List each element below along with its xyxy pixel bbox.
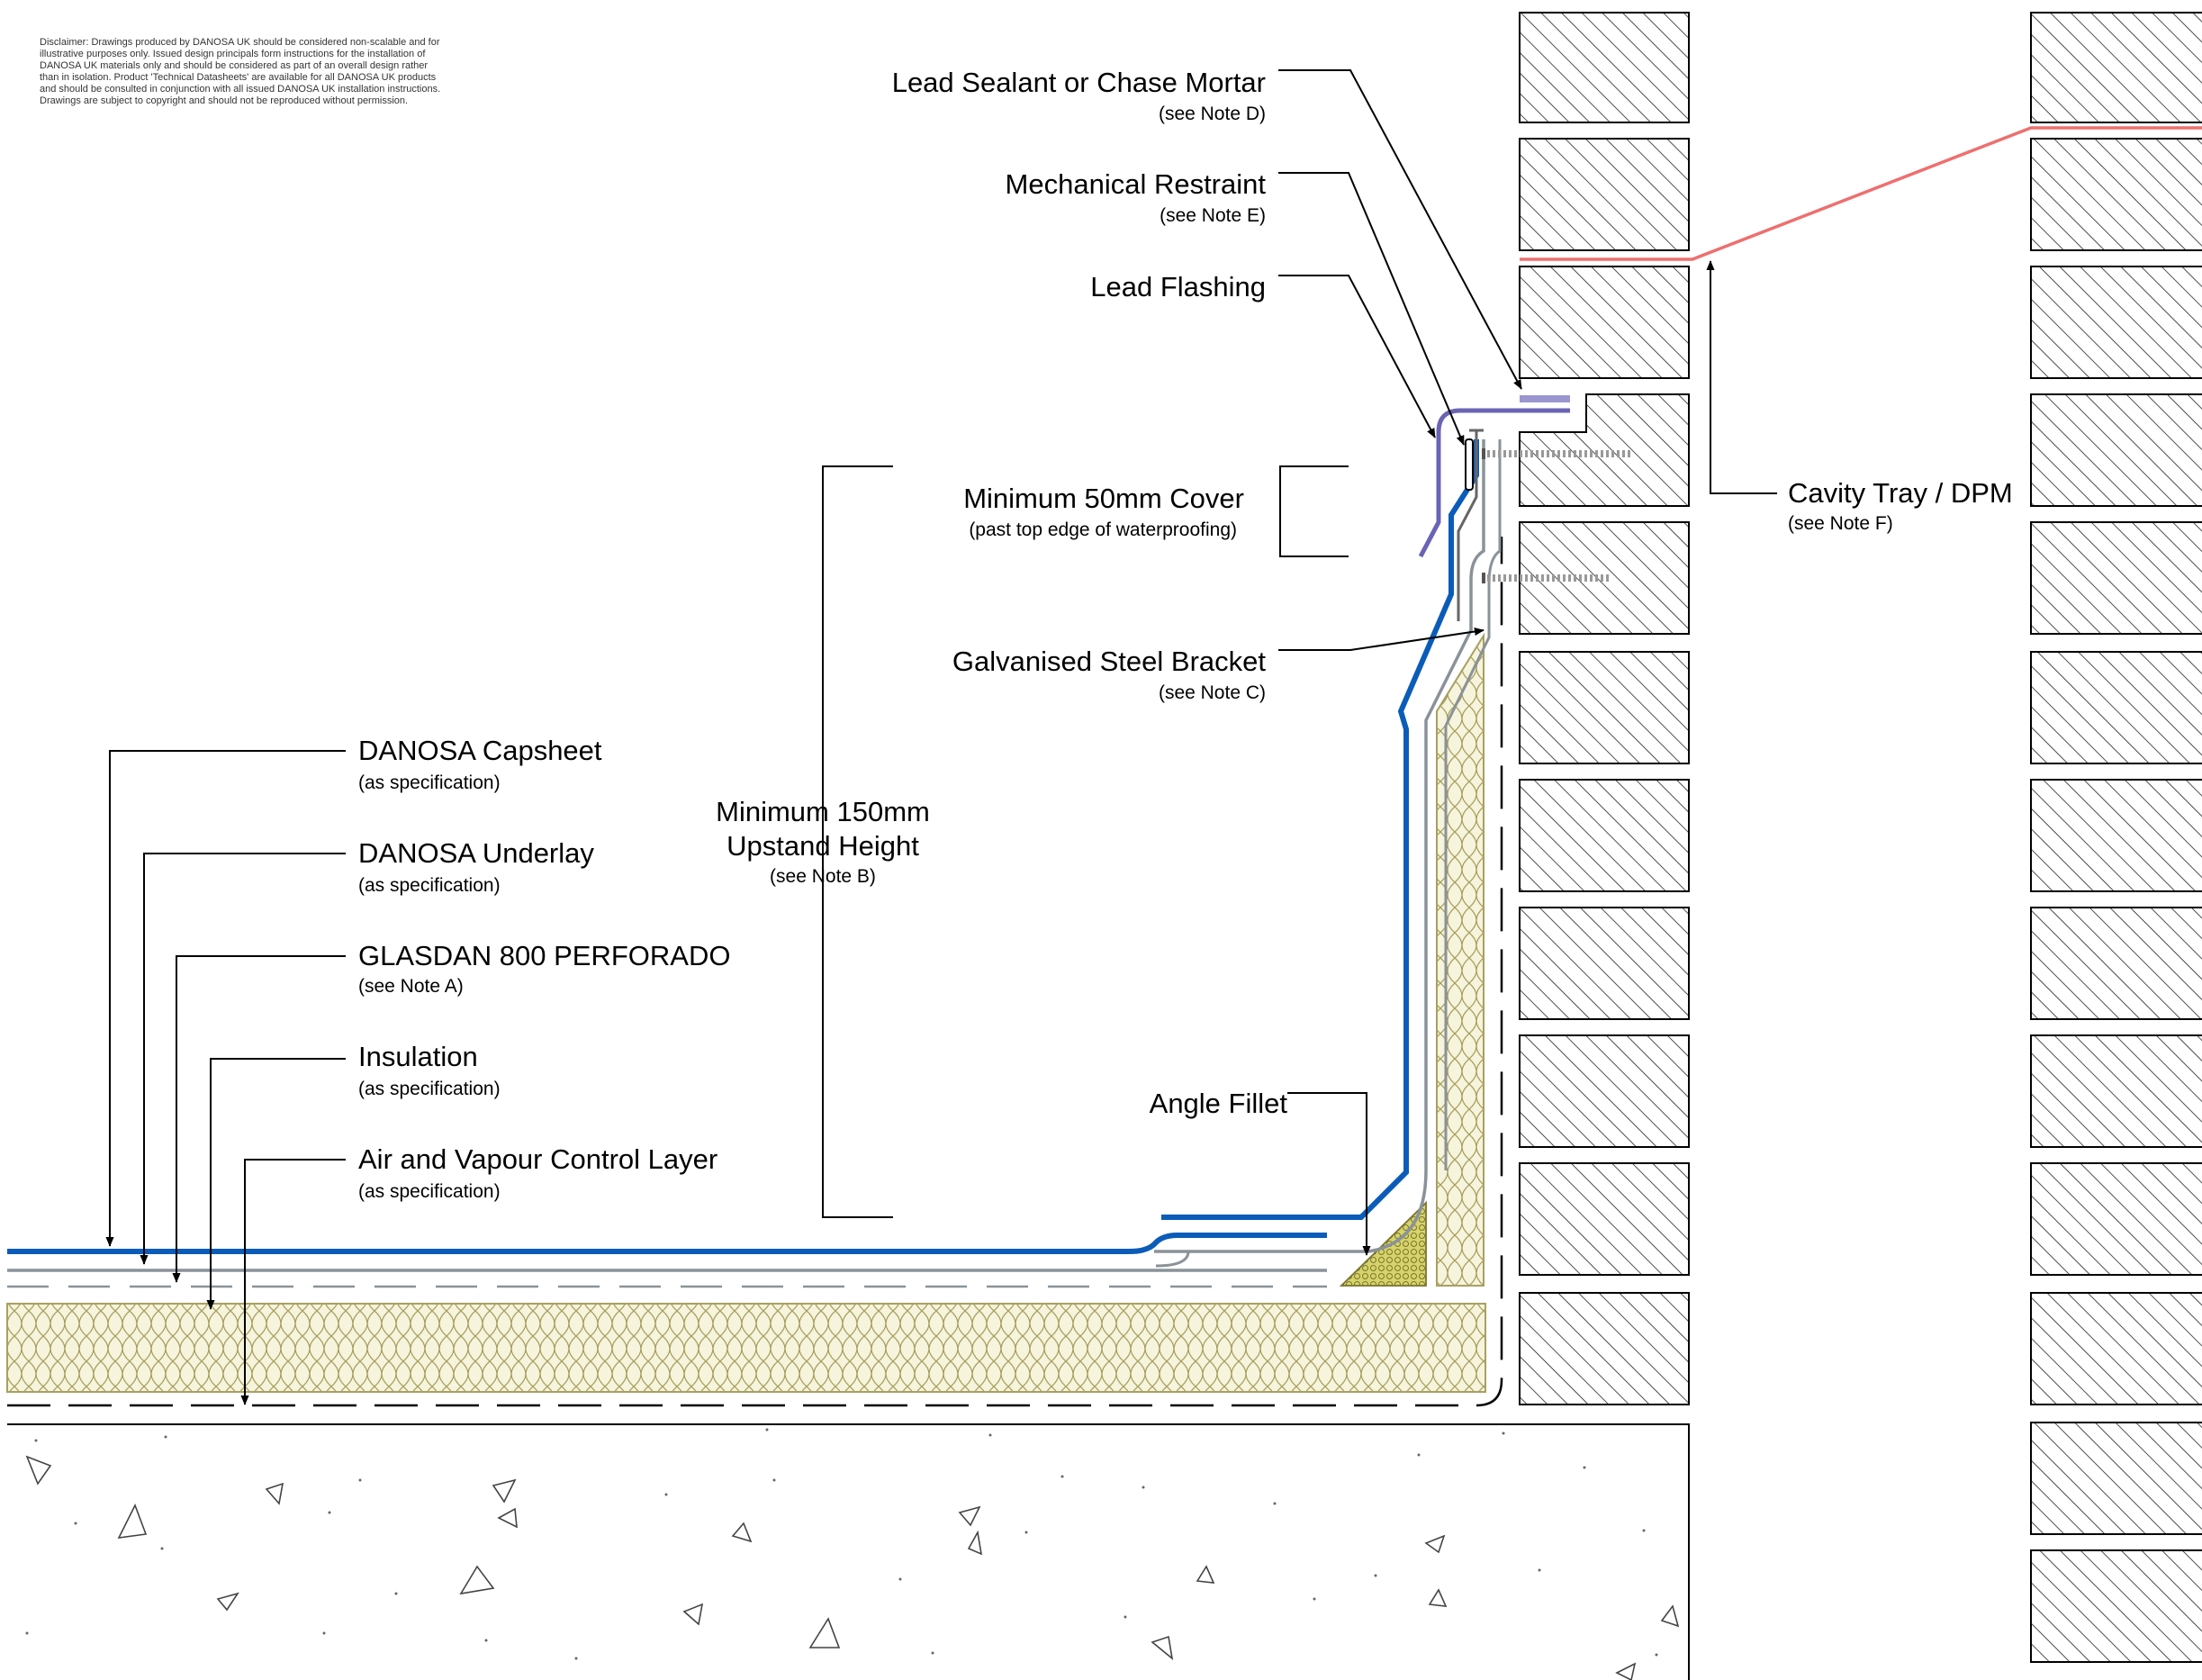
leader-insulation bbox=[206, 1058, 346, 1310]
mechanical-restraint bbox=[1465, 438, 1474, 491]
label-lead-sealant: Lead Sealant or Chase Mortar bbox=[892, 67, 1266, 98]
note-insulation: (as specification) bbox=[358, 1079, 501, 1099]
danosa-underlay-inner bbox=[1155, 439, 1502, 1268]
cavity-tray-line bbox=[1520, 126, 2202, 261]
upstand-dimension-bracket bbox=[822, 465, 893, 1218]
label-cavity-tray: Cavity Tray / DPM bbox=[1788, 477, 2013, 509]
leader-capsheet bbox=[105, 750, 346, 1247]
leader-steel-bracket bbox=[1278, 627, 1485, 651]
danosa-underlay-upstand bbox=[1154, 439, 1485, 1253]
disclaimer-line: DANOSA UK materials only and should be c… bbox=[40, 60, 428, 71]
disclaimer-line: Disclaimer: Drawings produced by DANOSA … bbox=[40, 37, 440, 48]
leader-lead-flashing bbox=[1278, 275, 1436, 438]
galvanised-steel-bracket bbox=[1457, 429, 1631, 621]
label-insulation: Insulation bbox=[358, 1041, 478, 1072]
leader-underlay bbox=[140, 853, 346, 1265]
label-min-cover: Minimum 50mm Cover bbox=[963, 483, 1244, 514]
danosa-capsheet bbox=[7, 1233, 1327, 1254]
note-upstand: (see Note B) bbox=[770, 866, 876, 887]
note-mech-restraint: (see Note E) bbox=[1160, 205, 1266, 226]
note-avcl: (as specification) bbox=[358, 1181, 501, 1202]
leader-glasdan bbox=[172, 955, 346, 1283]
angle-fillet-dots bbox=[1340, 1201, 1427, 1287]
lead-flashing bbox=[1418, 408, 1570, 558]
cover-dimension-bracket bbox=[1279, 465, 1349, 557]
concrete-deck bbox=[7, 1423, 1690, 1680]
label-lead-flashing: Lead Flashing bbox=[1090, 271, 1266, 303]
leader-lead-sealant bbox=[1278, 69, 1522, 390]
disclaimer-line: and should be consulted in conjunction w… bbox=[40, 84, 440, 95]
note-min-cover: (past top edge of waterproofing) bbox=[969, 519, 1237, 540]
label-mech-restraint: Mechanical Restraint bbox=[1006, 168, 1267, 200]
label-capsheet: DANOSA Capsheet bbox=[358, 735, 602, 766]
label-upstand-line2: Upstand Height bbox=[726, 830, 919, 862]
disclaimer: Disclaimer: Drawings produced by DANOSA … bbox=[40, 37, 440, 106]
insulation-layer bbox=[6, 1303, 1486, 1393]
note-capsheet: (as specification) bbox=[358, 772, 501, 793]
note-underlay: (as specification) bbox=[358, 875, 501, 896]
disclaimer-line: than in isolation. Product 'Technical Da… bbox=[40, 72, 437, 83]
outer-brick-wall bbox=[2030, 12, 2202, 1663]
note-glasdan: (see Note A) bbox=[358, 976, 464, 997]
label-upstand-line1: Minimum 150mm bbox=[716, 796, 930, 827]
disclaimer-line: illustrative purposes only. Issued desig… bbox=[40, 49, 426, 59]
label-angle-fillet: Angle Fillet bbox=[1150, 1088, 1288, 1119]
leader-avcl bbox=[240, 1159, 346, 1405]
leader-angle-fillet bbox=[1287, 1092, 1371, 1256]
upstand-insulation-board bbox=[1436, 632, 1485, 1287]
disclaimer-line: Drawings are subject to copyright and sh… bbox=[40, 95, 408, 106]
note-lead-sealant: (see Note D) bbox=[1159, 104, 1266, 124]
leader-mech-restraint bbox=[1278, 172, 1465, 446]
note-cavity-tray: (see Note F) bbox=[1788, 513, 1893, 534]
label-avcl: Air and Vapour Control Layer bbox=[358, 1143, 717, 1175]
label-underlay: DANOSA Underlay bbox=[358, 837, 594, 869]
label-steel-bracket: Galvanised Steel Bracket bbox=[952, 646, 1266, 677]
leader-cavity-tray bbox=[1706, 260, 1777, 494]
leader-lines bbox=[105, 69, 1777, 1405]
inner-brick-wall bbox=[1519, 12, 1690, 1405]
note-steel-bracket: (see Note C) bbox=[1159, 682, 1266, 703]
avcl-layer bbox=[7, 537, 1503, 1407]
label-glasdan: GLASDAN 800 PERFORADO bbox=[358, 940, 730, 971]
